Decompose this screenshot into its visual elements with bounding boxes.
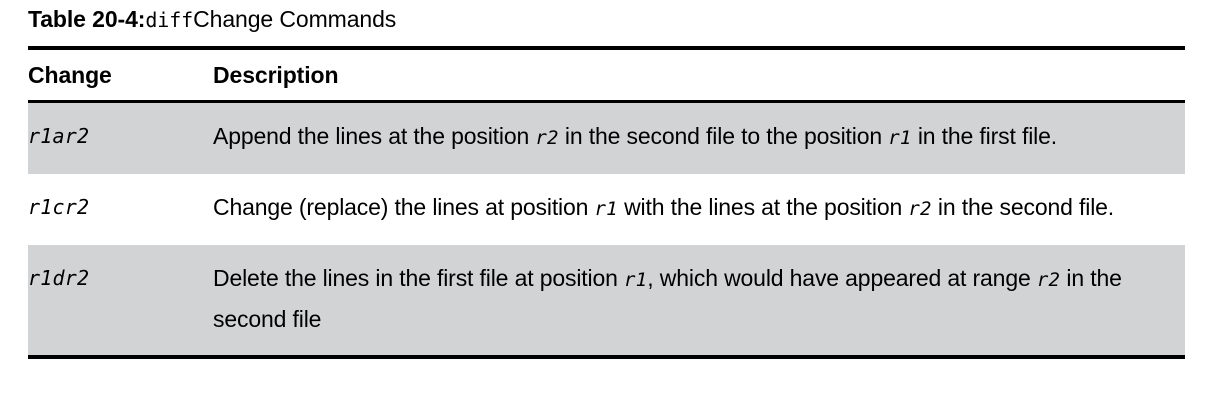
description-text: Delete the lines in the first file at po…: [213, 265, 1122, 332]
table-caption-command: diff: [145, 8, 194, 32]
cell-change: r1dr2: [28, 259, 213, 298]
description-text: Append the lines at the position r2 in t…: [213, 123, 1058, 149]
inline-code: r1: [624, 269, 648, 291]
table-top-rule: [28, 46, 1185, 50]
table-header-rule: [28, 100, 1185, 103]
table-row: r1ar2 Append the lines at the position r2…: [28, 103, 1185, 174]
cell-change: r1cr2: [28, 188, 213, 227]
inline-code: r2: [535, 127, 559, 149]
table-header-row: Change Description: [28, 50, 1185, 100]
column-header-description: Description: [213, 62, 339, 88]
description-text: Change (replace) the lines at position r…: [213, 194, 1115, 220]
change-command: r1ar2: [28, 124, 90, 148]
inline-code: r1: [888, 127, 912, 149]
inline-code: r1: [594, 198, 618, 220]
inline-code: r2: [1036, 269, 1061, 291]
table-caption: Table 20-4:diffChange Commands: [28, 2, 396, 37]
cell-change: r1ar2: [28, 117, 213, 156]
cell-description: Append the lines at the position r2 in t…: [213, 117, 1185, 158]
change-command: r1dr2: [28, 266, 90, 290]
table-row: r1cr2 Change (replace) the lines at posit…: [28, 174, 1185, 245]
cell-description: Change (replace) the lines at position r…: [213, 188, 1185, 229]
column-header-change: Change: [28, 62, 112, 88]
table-row: r1dr2 Delete the lines in the first file …: [28, 245, 1185, 355]
table-body: r1ar2 Append the lines at the position r2…: [28, 103, 1185, 355]
table-bottom-rule: [28, 355, 1185, 359]
inline-code: r2: [908, 198, 932, 220]
table-caption-title: Change Commands: [193, 6, 397, 32]
cell-description: Delete the lines in the first file at po…: [213, 259, 1185, 339]
change-command: r1cr2: [28, 195, 90, 219]
table-caption-label: Table 20-4:: [28, 6, 146, 32]
diff-change-commands-table: Change Description r1ar2 Append the lines…: [28, 46, 1185, 359]
